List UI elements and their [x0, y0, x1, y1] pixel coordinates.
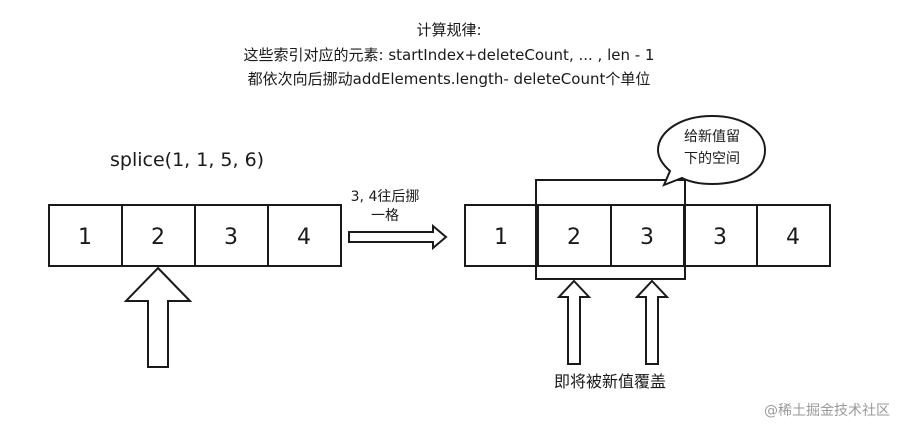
left-cell-1 [121, 204, 196, 267]
left-cell-2 [194, 204, 269, 267]
left-cell-1-text: 2 [151, 225, 165, 250]
left-array: 1 2 3 4 [48, 204, 342, 267]
watermark: @稀土掘金技术社区 [764, 403, 890, 419]
right-cell-3 [683, 204, 758, 267]
speech-bubble [656, 114, 767, 187]
left-cell-3-text: 4 [297, 225, 311, 250]
header-line-3: 都依次向后挪动addElements.length- deleteCount个单… [247, 70, 651, 88]
bubble-text-line-1: 给新值留 [684, 129, 740, 145]
header-line-1: 计算规律: [416, 21, 482, 39]
shift-arrow [348, 223, 448, 251]
splice-call-label: splice(1, 1, 5, 6) [110, 149, 265, 171]
right-cell-3-text: 3 [713, 225, 727, 250]
shift-label-line-1: 3, 4往后挪 [350, 189, 420, 205]
reserved-space-bracket [535, 179, 686, 280]
right-cell-1-text: 2 [567, 225, 581, 250]
shift-label-line-2: 一格 [371, 208, 399, 224]
right-cell-4 [756, 204, 831, 267]
right-cell-4-text: 4 [786, 225, 800, 250]
overwrite-label: 即将被新值覆盖 [553, 372, 666, 391]
right-cell-0 [464, 204, 539, 267]
right-array: 1 2 3 3 4 [464, 204, 831, 267]
right-cell-2-text: 3 [640, 225, 654, 250]
insert-position-arrow [123, 266, 193, 368]
overwrite-arrow-2 [634, 279, 670, 365]
right-cell-2 [610, 204, 685, 267]
overwrite-arrow-1 [556, 279, 592, 365]
left-cell-3 [267, 204, 342, 267]
bubble-text-line-2: 下的空间 [684, 151, 740, 167]
right-cell-0-text: 1 [494, 225, 508, 250]
left-cell-0-text: 1 [78, 225, 92, 250]
left-cell-2-text: 3 [224, 225, 238, 250]
header-line-2: 这些索引对应的元素: startIndex+deleteCount, ... ,… [243, 46, 655, 64]
right-cell-1 [537, 204, 612, 267]
